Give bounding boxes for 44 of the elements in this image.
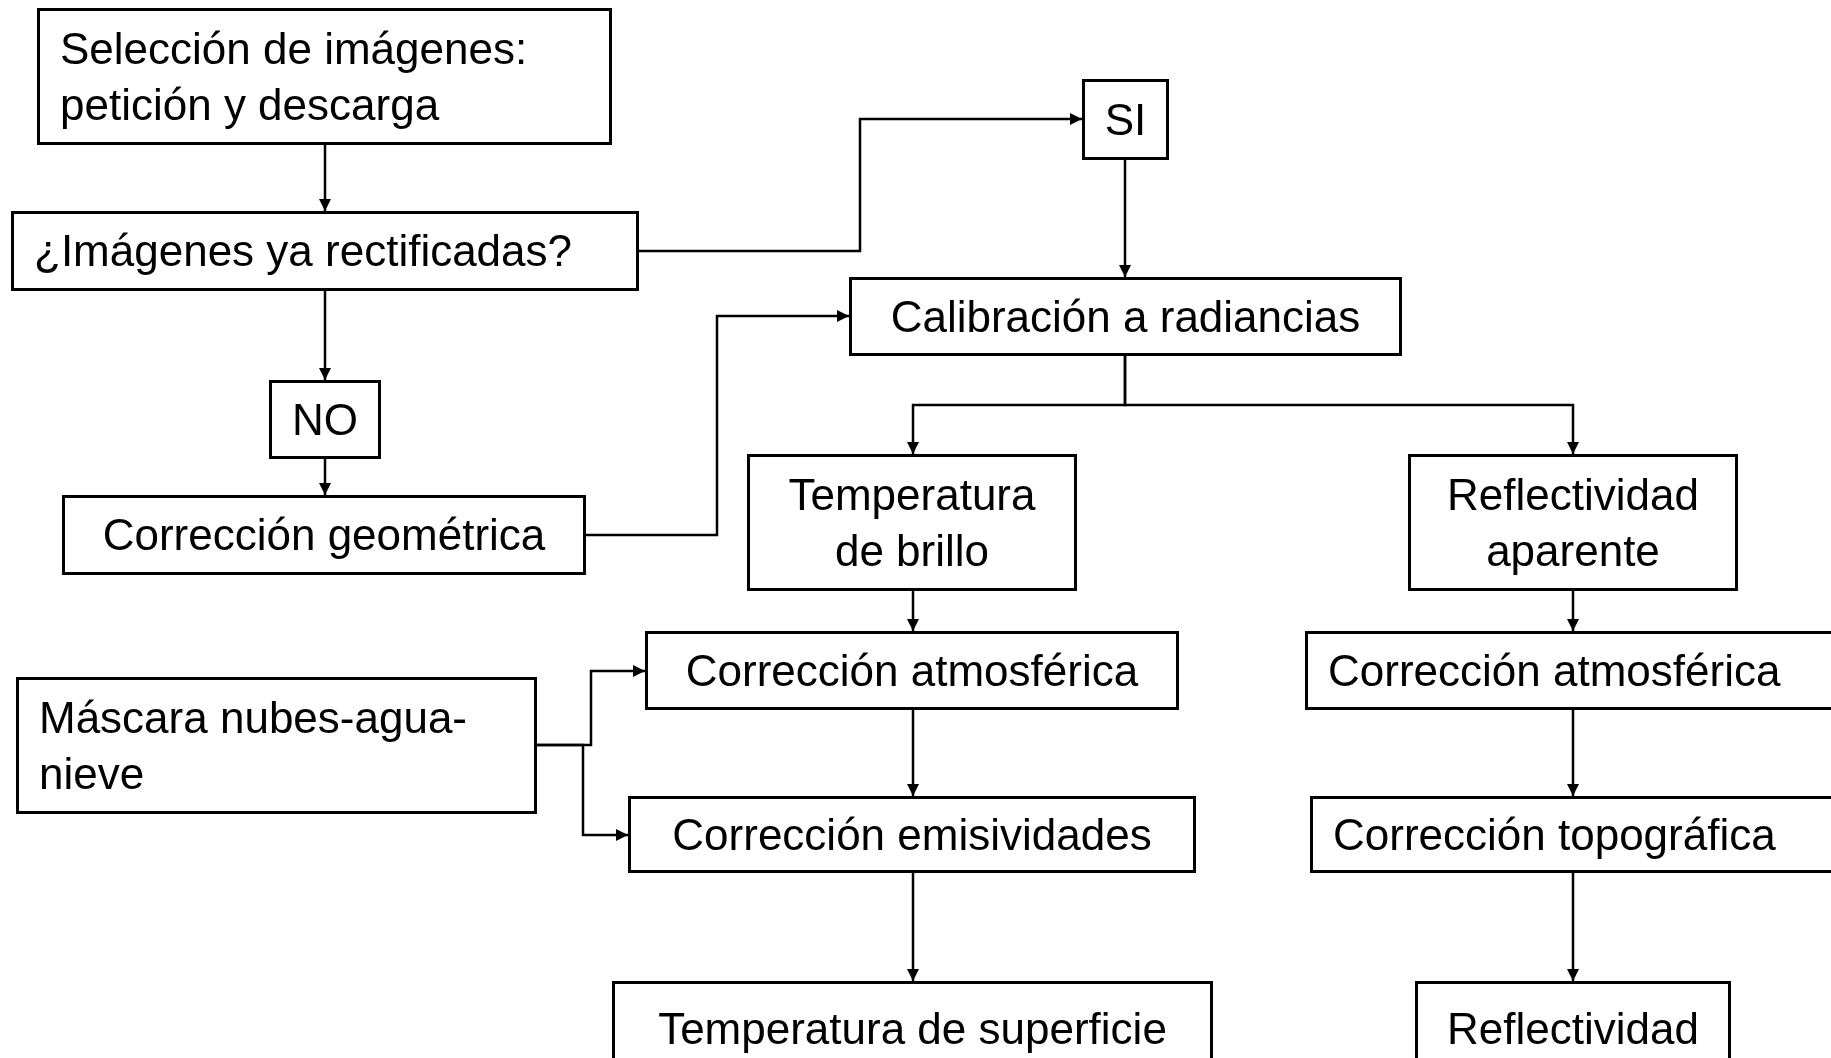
arrow: [1566, 873, 1580, 981]
box-label: Corrección atmosférica: [1328, 644, 1781, 697]
arrow: [318, 459, 332, 495]
box-label: Temperatura de superficie: [658, 1002, 1167, 1055]
process-box: [747, 454, 1077, 591]
box-label: Corrección emisividades: [672, 808, 1152, 861]
box-label: Selección de imágenes: petición y descarga: [60, 22, 529, 131]
arrow: [639, 112, 1082, 253]
box-label: NO: [292, 393, 358, 446]
process-box: [1415, 981, 1731, 1058]
process-box: [11, 211, 639, 291]
process-box: [62, 495, 586, 575]
arrow: [906, 710, 920, 796]
box-label: Temperatura de brillo: [787, 468, 1037, 577]
process-box: [645, 631, 1179, 710]
process-box: [628, 796, 1196, 873]
arrow: [586, 309, 849, 537]
box-label: Calibración a radiancias: [890, 290, 1361, 343]
arrow: [1566, 710, 1580, 796]
arrow: [537, 743, 628, 842]
box-label: Reflectividad aparente: [1446, 468, 1700, 577]
box-label: Reflectividad: [1447, 1002, 1699, 1055]
process-box: [1305, 631, 1831, 710]
process-box: [37, 8, 612, 145]
box-label: Corrección atmosférica: [685, 644, 1139, 697]
process-box: [1408, 454, 1738, 591]
box-label: ¿Imágenes ya rectificadas?: [34, 225, 573, 277]
process-box: [849, 277, 1402, 356]
box-label: SI: [1104, 93, 1147, 146]
arrow: [1118, 160, 1132, 277]
arrow: [906, 591, 920, 631]
process-box: [16, 677, 537, 814]
box-label: Corrección geométrica: [102, 509, 546, 561]
process-box: [1082, 79, 1169, 160]
arrow: [318, 291, 332, 380]
arrow: [1566, 591, 1580, 631]
arrow: [906, 873, 920, 981]
process-box: [269, 380, 381, 459]
box-label: Corrección topográfica: [1333, 808, 1776, 861]
process-box: [612, 981, 1213, 1058]
process-box: [1310, 796, 1831, 873]
arrow: [318, 145, 332, 211]
box-label: Máscara nubes-agua-nieve: [39, 691, 468, 800]
arrow: [1123, 356, 1580, 454]
